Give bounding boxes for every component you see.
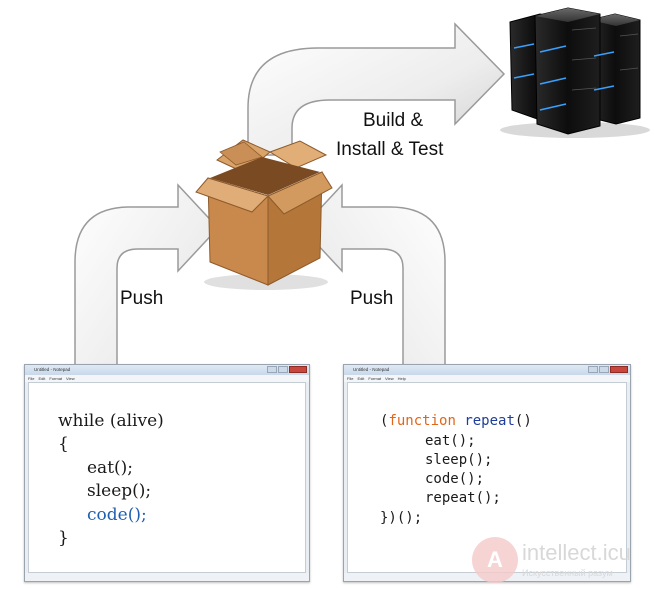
menu-view[interactable]: View [66,376,75,381]
install-test-label: Install & Test [336,139,444,160]
push-arrow-left [74,183,220,396]
menu-view[interactable]: View [385,376,394,381]
function-name: repeat [464,413,515,429]
left-notepad-window: Untitled - Notepad File Edit Format View [24,364,310,582]
left-code-line-3: eat(); [87,458,134,478]
left-code-line-6: } [58,528,69,548]
right-code-line-2: eat(); [425,433,476,449]
build-arrow [247,22,506,156]
menu-edit[interactable]: Edit [38,376,46,381]
push-arrow-right [300,183,446,396]
menu-format[interactable]: Format [49,376,63,381]
watermark: A intellect.icu Искусственный разум [472,537,652,587]
push-left-label: Push [120,288,164,309]
right-code-line-3: sleep(); [425,452,493,468]
right-code-line-6: })(); [380,510,423,526]
menu-edit[interactable]: Edit [357,376,365,381]
left-window-menubar: File Edit Format View [25,375,309,382]
minimize-button[interactable] [588,366,598,373]
paren-open: ( [380,413,389,429]
left-window-titlebar: Untitled - Notepad [25,365,309,375]
menu-file[interactable]: File [28,376,35,381]
build-label: Build & [363,110,424,131]
right-code-line-1: (function repeat() [380,412,532,431]
left-code-line-2: { [58,434,69,454]
right-code-line-4: code(); [425,471,485,487]
close-button[interactable] [610,366,628,373]
watermark-letter: A [487,547,503,572]
left-window-title: Untitled - Notepad [34,367,71,372]
right-window-title: Untitled - Notepad [353,367,390,372]
push-right-label: Push [350,288,394,309]
left-code-line-5: code(); [87,505,147,525]
menu-help[interactable]: Help [397,376,406,381]
close-button[interactable] [289,366,307,373]
keyword-function: function [388,413,456,429]
menu-file[interactable]: File [347,376,354,381]
watermark-logo-icon [472,537,518,583]
watermark-site: intellect.icu [522,540,631,565]
watermark-tagline: Искусственный разум [522,568,613,578]
server-rack-icon [500,7,650,138]
right-window-titlebar: Untitled - Notepad [344,365,630,375]
right-code-line-5: repeat(); [425,490,501,506]
minimize-button[interactable] [267,366,277,373]
left-window-statusbar [25,573,309,581]
maximize-button[interactable] [278,366,288,373]
maximize-button[interactable] [599,366,609,373]
right-window-menubar: File Edit Format View Help [344,375,630,382]
left-code-line-1: while (alive) [58,411,164,431]
left-window-text-area[interactable] [28,382,306,573]
package-box-icon [195,139,333,290]
function-parens: () [514,413,532,429]
left-code-line-4: sleep(); [87,481,152,501]
menu-format[interactable]: Format [368,376,382,381]
